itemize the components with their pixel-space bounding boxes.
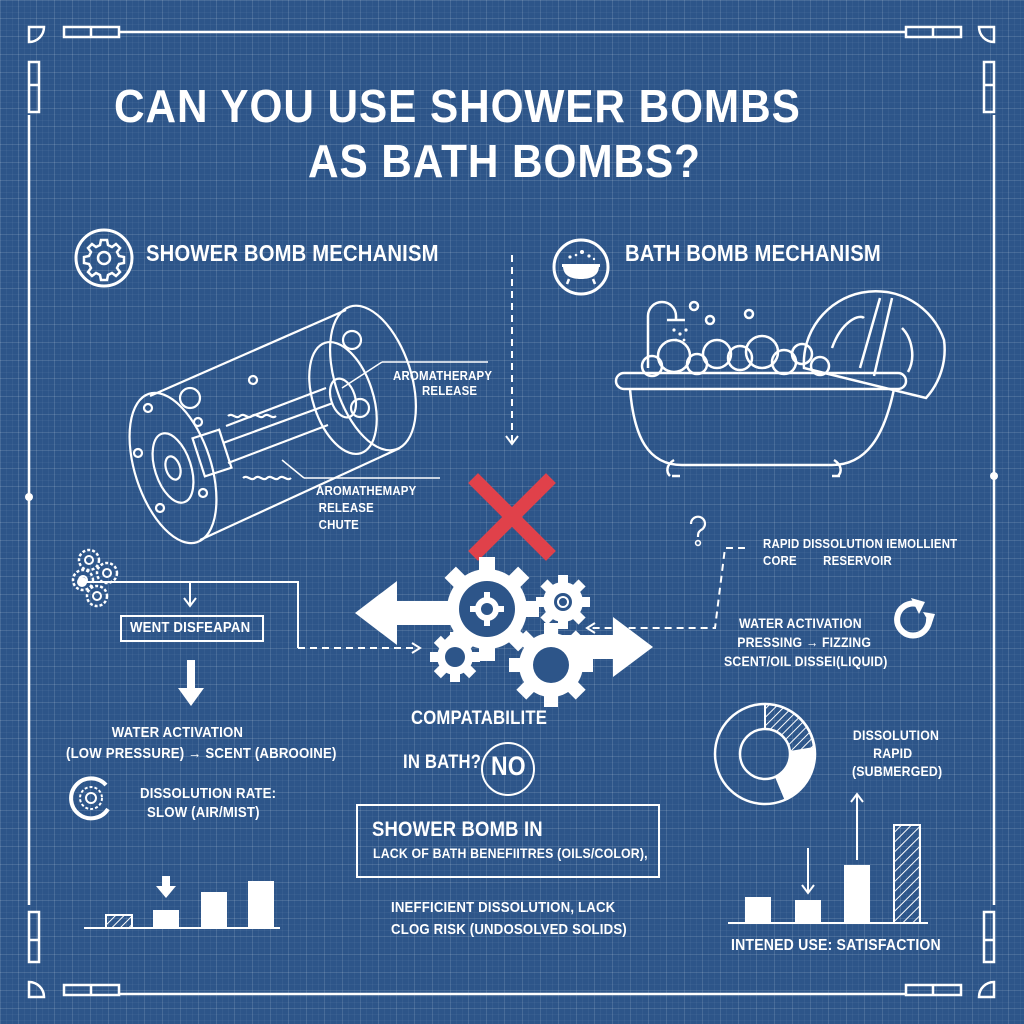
flow-box-label: WENT DISFEAPAN xyxy=(130,619,251,636)
down-arrow-icon xyxy=(178,660,204,706)
box-text: LACK OF BATH BENEFIITRES (OILS/COLOR), xyxy=(373,845,648,861)
bath-core-text: RAPID DISSOLUTION IEMOLLIENT CORE RESERVO… xyxy=(763,535,957,569)
bath-dissolution-text: DISSOLUTION RAPID (SUBMERGED) xyxy=(852,726,943,780)
dashed-down-arrow xyxy=(505,255,519,446)
bath-chart-footer: INTENED USE: SATISFACTION xyxy=(731,937,941,954)
shower-activation-line-1: WATER ACTIVATION xyxy=(111,724,244,741)
shower-section-heading: SHOWER BOMB MECHANISM xyxy=(146,240,439,266)
bath-dissolution-line-3: (SUBMERGED) xyxy=(852,763,943,779)
answer-no: NO xyxy=(491,751,526,781)
shower-dissolution-line-1: DISSOLUTION RATE: xyxy=(140,785,277,802)
bath-activation-line-3: SCENT/OIL DISSEI(LIQUID) xyxy=(724,653,888,669)
shower-activation-line-2: (LOW PRESSURE) → SCENT (ABROOINE) xyxy=(66,745,337,762)
page-title-line-1: CAN YOU USE SHOWER BOMBS xyxy=(114,80,801,132)
dissolving-gear-icon xyxy=(69,776,110,821)
flow-box xyxy=(120,615,264,642)
dashed-connector-right xyxy=(585,547,745,634)
center-notes-line-1: INEFFICIENT DISSOLUTION, LACK xyxy=(391,899,616,916)
callout-1-line-2: RELEASE xyxy=(421,383,478,398)
dashed-connector-left xyxy=(77,577,422,654)
center-notes-line-2: CLOG RISK (UNDOSOLVED SOLIDS) xyxy=(391,921,627,938)
question-mark-icon xyxy=(689,515,707,547)
callout-2-line-2: RELEASE xyxy=(318,500,374,515)
callout-2-line-3: CHUTE xyxy=(318,517,359,532)
bathtub-icon xyxy=(552,238,610,296)
shower-dissolution-text: DISSOLUTION RATE: SLOW (AIR/MIST) xyxy=(140,784,276,822)
box-heading: SHOWER BOMB IN xyxy=(372,818,543,841)
bath-core-line-1: RAPID DISSOLUTION IEMOLLIENT xyxy=(763,536,958,551)
bath-core-label-core: CORE xyxy=(763,553,797,568)
callout-2-line-1: AROMATHEMAPY xyxy=(316,483,417,498)
shower-dissolution-line-2: SLOW (AIR/MIST) xyxy=(147,804,260,821)
gears-with-arrows-icon xyxy=(355,557,653,707)
callout-aromatherapy-release-chute: AROMATHEMAPY RELEASE CHUTE xyxy=(316,482,416,533)
gear-cluster-icon xyxy=(71,548,119,608)
bath-bar-chart xyxy=(728,792,928,924)
callout-aromatherapy-release-1: AROMATHERAPY RELEASE xyxy=(393,368,492,398)
refresh-arrow-icon xyxy=(894,598,935,639)
callout-1-line-1: AROMATHERAPY xyxy=(393,368,493,383)
shower-activation-text: WATER ACTIVATION (LOW PRESSURE) → SCENT … xyxy=(66,722,339,764)
red-x-icon xyxy=(468,473,556,561)
shower-bar-chart xyxy=(84,876,280,929)
callout-leader-1 xyxy=(341,361,488,389)
gear-icon xyxy=(74,228,134,288)
bath-core-label-reservoir: RESERVOIR xyxy=(823,553,892,568)
bath-activation-line-2: PRESSING → FIZZING xyxy=(737,634,872,650)
bath-dissolution-line-2: RAPID xyxy=(873,745,913,761)
bath-core-line-2: CORE RESERVOIR xyxy=(763,552,957,569)
bathtub-with-bath-bomb-illustration xyxy=(614,289,946,478)
in-bath-question: IN BATH? xyxy=(403,752,482,773)
bath-activation-line-1: WATER ACTIVATION xyxy=(738,615,862,631)
bath-dissolution-line-1: DISSOLUTION xyxy=(852,727,940,743)
answer-badge xyxy=(481,742,535,796)
bath-section-heading: BATH BOMB MECHANISM xyxy=(625,240,881,266)
callout-leader-2 xyxy=(281,459,440,479)
bath-activation-text: WATER ACTIVATION PRESSING → FIZZING SCEN… xyxy=(724,614,887,671)
shower-bomb-in-bath-box xyxy=(356,804,660,878)
compatibility-label: COMPATABILITE xyxy=(411,708,548,729)
dissolution-donut-chart xyxy=(713,702,817,806)
page-title-line-2: AS BATH BOMBS? xyxy=(308,135,701,187)
center-notes: INEFFICIENT DISSOLUTION, LACK CLOG RISK … xyxy=(391,897,627,941)
shower-bomb-cylinder-illustration xyxy=(128,304,418,545)
